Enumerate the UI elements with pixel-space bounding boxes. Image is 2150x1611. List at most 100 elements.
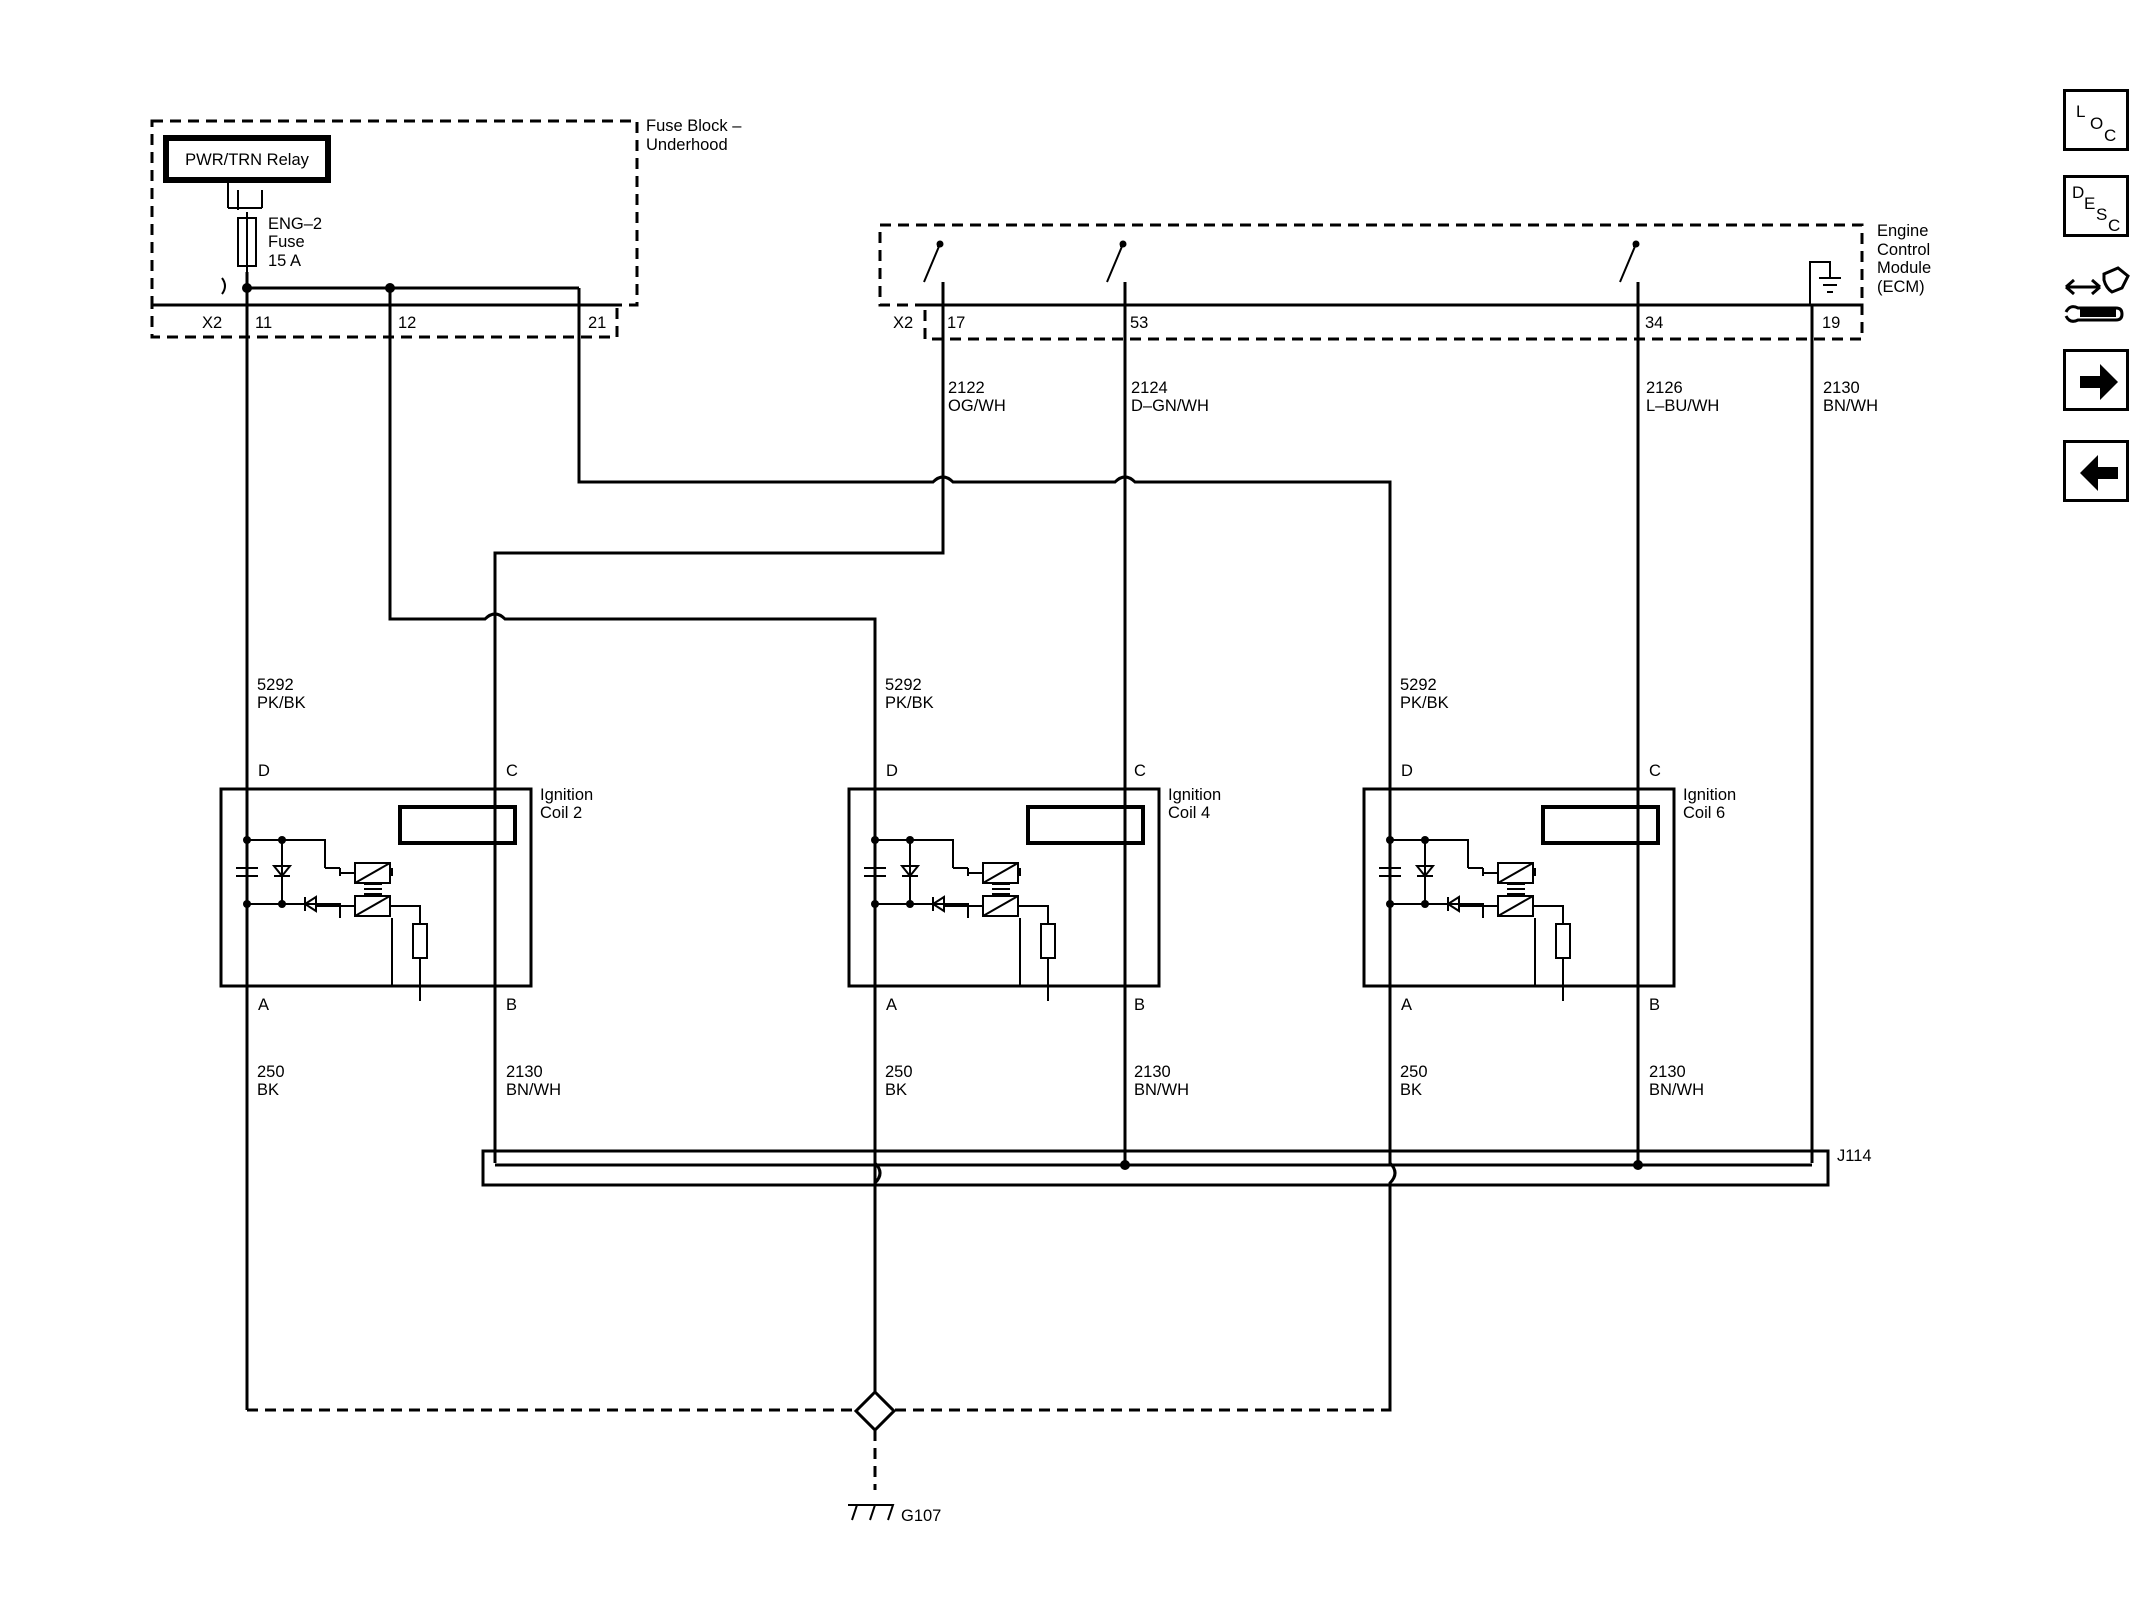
coil2-name: Ignition	[540, 786, 593, 804]
fuse-connector-x2: X2	[202, 314, 222, 332]
wire-2122-color: OG/WH	[948, 397, 1006, 415]
desc-letter-e: E	[2084, 194, 2095, 213]
relay-box	[163, 135, 331, 183]
fuse-pin-11: 11	[255, 314, 272, 332]
coil6-supply-circuit: 5292	[1400, 676, 1437, 694]
ground-g107-symbol	[848, 1504, 895, 1521]
splice-j114: J114	[481, 1147, 1872, 1187]
coil6-number: Coil 6	[1683, 804, 1725, 822]
coil4-supply-color: PK/BK	[885, 694, 934, 712]
coil2-ref-circuit: 2130	[506, 1063, 543, 1081]
wire-2122	[493, 282, 945, 1163]
fuse-block-title-line2: Underhood	[646, 136, 728, 154]
coil2-ground-circuit: 250	[257, 1063, 285, 1081]
wire-2126-circuit: 2126	[1646, 379, 1683, 397]
fuse-pin-21: 21	[588, 314, 606, 332]
coil4-supply-circuit: 5292	[885, 676, 922, 694]
coil2-ref-color: BN/WH	[506, 1081, 561, 1099]
coil6-supply-color: PK/BK	[1400, 694, 1449, 712]
ecm-wire-labels: 2122 OG/WH 2124 D–GN/WH 2126 L–BU/WH 213…	[948, 379, 1878, 415]
ecm-internal-ground	[1809, 261, 1841, 305]
coil4-ref-color: BN/WH	[1134, 1081, 1189, 1099]
ignition-coil-6: D C A B Ignition Coil 6 5292 PK/BK 250 B…	[1362, 676, 1736, 1099]
coil2-number: Coil 2	[540, 804, 582, 822]
coil2-pin-b: B	[506, 996, 517, 1014]
coil6-ground-circuit: 250	[1400, 1063, 1428, 1081]
coil6-name: Ignition	[1683, 786, 1736, 804]
coil6-pin-d: D	[1401, 762, 1413, 780]
arrow-right-icon	[2080, 364, 2118, 400]
loc-letter-l: L	[2076, 102, 2085, 121]
coil4-ground-circuit: 250	[885, 1063, 913, 1081]
coil4-ground-color: BK	[885, 1081, 907, 1099]
fuse-rating: 15 A	[268, 252, 301, 270]
engine-control-module: Engine Control Module (ECM) X2 17 53 34 …	[878, 222, 1931, 341]
ecm-switch-53	[1106, 243, 1125, 283]
ecm-title-line1: Engine	[1877, 222, 1928, 240]
fuse-block-title-line1: Fuse Block –	[646, 117, 742, 135]
coil2-supply-circuit: 5292	[257, 676, 294, 694]
ecm-connector-x2: X2	[893, 314, 913, 332]
coil6-ground-color: BK	[1400, 1081, 1422, 1099]
wire-2122-circuit: 2122	[948, 379, 985, 397]
coil4-ref-circuit: 2130	[1134, 1063, 1171, 1081]
ecm-pin-17: 17	[947, 314, 965, 332]
coil4-number: Coil 4	[1168, 804, 1210, 822]
ground-label: G107	[901, 1507, 941, 1525]
coil6-pin-c: C	[1649, 762, 1661, 780]
desc-letter-c: C	[2108, 216, 2120, 235]
next-page-button[interactable]	[2063, 349, 2129, 411]
ecm-title-line3: Module	[1877, 259, 1931, 277]
coil4-pin-a: A	[886, 996, 897, 1014]
loc-letter-c: C	[2104, 126, 2116, 145]
wire-2130-color: BN/WH	[1823, 397, 1878, 415]
relay-label: PWR/TRN Relay	[185, 151, 310, 169]
wire-2126-color: L–BU/WH	[1646, 397, 1719, 415]
ignition-coil-4: D C A B Ignition Coil 4 5292 PK/BK 250 B…	[847, 676, 1221, 1099]
ecm-pin-19: 19	[1822, 314, 1840, 332]
coil2-pin-a: A	[258, 996, 269, 1014]
ground-loop	[247, 1183, 1392, 1412]
fuse-block-underhood: Fuse Block – Underhood PWR/TRN Relay ENG…	[150, 117, 742, 339]
coil2-pin-c: C	[506, 762, 518, 780]
coil4-pin-b: B	[1134, 996, 1145, 1014]
ecm-switch-17	[923, 243, 942, 283]
loc-letter-o: O	[2090, 114, 2103, 133]
wire-2124-circuit: 2124	[1131, 379, 1168, 397]
previous-page-button[interactable]	[2063, 440, 2129, 502]
fuse-name: ENG–2	[268, 215, 322, 233]
ecm-title-line4: (ECM)	[1877, 278, 1925, 296]
wire-2130-circuit: 2130	[1823, 379, 1860, 397]
coil4-name: Ignition	[1168, 786, 1221, 804]
ecm-pin-34: 34	[1645, 314, 1663, 332]
ecm-title-line2: Control	[1877, 241, 1930, 259]
coil4-pin-c: C	[1134, 762, 1146, 780]
ecm-pin-53: 53	[1130, 314, 1148, 332]
coil6-ref-color: BN/WH	[1649, 1081, 1704, 1099]
desc-button[interactable]: D E S C	[2063, 175, 2129, 237]
desc-letter-d: D	[2072, 183, 2084, 202]
fuse-label: Fuse	[268, 233, 305, 251]
connector-info-button[interactable]	[2060, 262, 2132, 332]
connector-tool-icon	[2064, 266, 2130, 323]
wires: G107	[242, 272, 1814, 1525]
coil2-ground-color: BK	[257, 1081, 279, 1099]
coil2-supply-color: PK/BK	[257, 694, 306, 712]
fuse-pin-12: 12	[398, 314, 416, 332]
coil6-pin-a: A	[1401, 996, 1412, 1014]
arrow-left-icon	[2080, 455, 2118, 491]
wire-5292-coil4	[388, 288, 877, 1390]
ignition-coil-2: D C A B Ignition Coil 2 5292 PK/BK 250 B…	[219, 676, 593, 1099]
wire-2124-color: D–GN/WH	[1131, 397, 1209, 415]
coil4-pin-d: D	[886, 762, 898, 780]
wire-5292-coil6	[577, 288, 1397, 1410]
coil6-pin-b: B	[1649, 996, 1660, 1014]
splice-label: J114	[1837, 1147, 1872, 1165]
coil2-pin-d: D	[258, 762, 270, 780]
loc-button[interactable]: L O C	[2063, 89, 2129, 151]
coil6-ref-circuit: 2130	[1649, 1063, 1686, 1081]
ecm-switch-34	[1619, 243, 1638, 283]
desc-letter-s: S	[2096, 205, 2107, 224]
ground-splice-diamond	[853, 1389, 897, 1433]
